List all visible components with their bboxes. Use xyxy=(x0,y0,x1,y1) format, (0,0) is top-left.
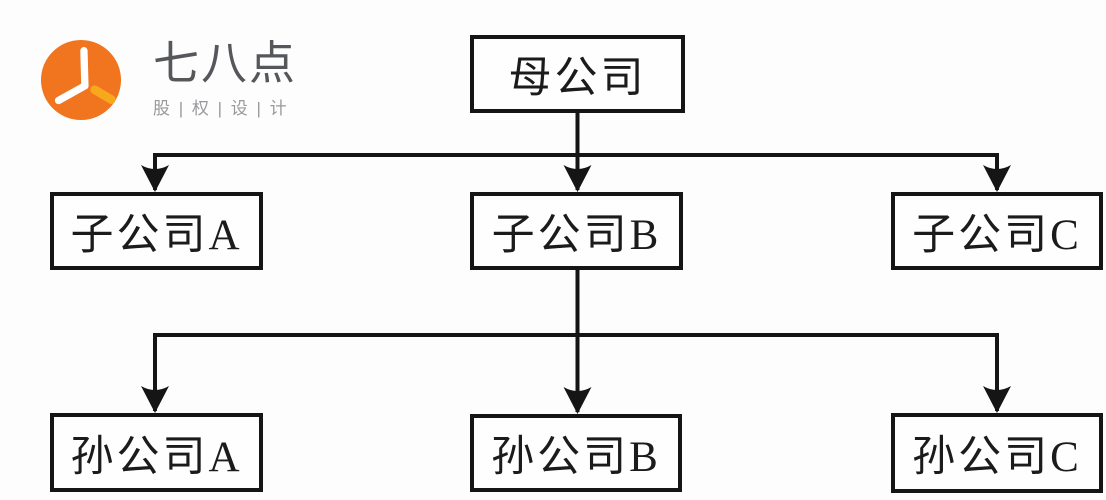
arrowhead-grandB xyxy=(563,387,592,414)
arrowhead-childB xyxy=(563,165,592,192)
brand-name: 七八点 xyxy=(153,37,297,89)
node-subsidiary-a: 子公司A xyxy=(50,192,263,270)
node-parent-company-label: 母公司 xyxy=(508,55,647,102)
brand-logo: 七八点 股 | 权 | 设 | 计 xyxy=(40,39,297,121)
arrowhead-childC xyxy=(983,165,1011,192)
node-subsidiary-b-label: 子公司B xyxy=(491,212,662,259)
node-subsidiary-c-label: 子公司C xyxy=(912,212,1082,259)
arrowhead-grandC xyxy=(983,386,1011,413)
node-subsidiary-c: 子公司C xyxy=(891,192,1103,270)
arrowhead-childA xyxy=(141,165,169,192)
brand-text-block: 七八点 股 | 权 | 设 | 计 xyxy=(153,39,297,119)
arrowhead-grandA xyxy=(141,386,169,413)
node-grandchild-company-b: 孙公司B xyxy=(470,414,682,492)
node-subsidiary-b: 子公司B xyxy=(470,192,683,270)
node-subsidiary-a-label: 子公司A xyxy=(70,212,243,259)
node-parent-company: 母公司 xyxy=(470,35,685,113)
clock-icon xyxy=(40,39,122,121)
brand-tagline: 股 | 权 | 设 | 计 xyxy=(153,99,289,118)
edge-childB-grandchildren-rail xyxy=(153,333,999,411)
node-grandchild-company-a-label: 孙公司A xyxy=(70,433,243,481)
node-grandchild-company-b-label: 孙公司B xyxy=(491,434,661,481)
node-grandchild-company-a: 孙公司A xyxy=(50,413,263,492)
node-grandchild-company-c-label: 孙公司C xyxy=(912,434,1082,481)
node-grandchild-company-c: 孙公司C xyxy=(891,413,1103,493)
